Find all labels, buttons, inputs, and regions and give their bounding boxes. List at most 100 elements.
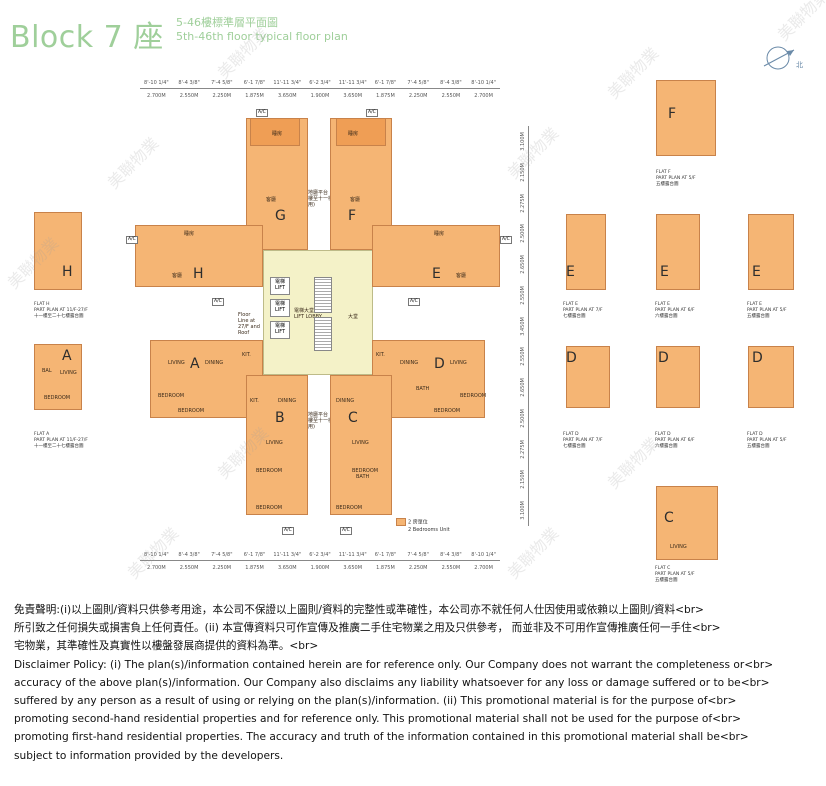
legend-en: 2 Bedrooms Unit [408,526,450,533]
disclaimer-en-line-5: promoting first-hand residential propert… [14,731,749,744]
dimension-vertical-text: 2.500M [520,224,526,243]
flat-e-part-caption-5f: FLAT E PART PLAN AT 5/F 五樓露台圖 [747,302,787,319]
dimension-imperial: 8'-4 3/8" [178,80,200,86]
dimension-imperial: 8'-4 3/8" [178,552,200,558]
flat-h-part-plan [34,212,82,290]
ac-tag-7: A/C [282,527,294,535]
flat-a-part-bal: BAL [42,368,52,374]
flat-a-bedroom2-label: BEDROOM [178,408,205,414]
flat-f-part-letter: F [668,106,677,122]
dimension-imperial: 6'-1 7/8" [374,552,397,558]
flat-h-bedroom-label: 睡房 [184,231,195,237]
flat-e-part-plan-5f [748,214,794,290]
flat-e-part-letter-6f: E [660,264,669,280]
dimension-vertical-text: 3.450M [520,316,526,336]
plan-legend: 2 房單位 2 Bedrooms Unit [396,518,450,534]
dimension-imperial: 6'-1 7/8" [374,80,397,86]
flat-e-part-letter-5f: E [752,264,761,280]
dimension-cell: 7'-4 5/8"2.250M [202,552,242,572]
flat-d-dining-label: DINING [400,360,419,366]
dimension-cell: 6'-1 7/8"1.875M [235,552,275,572]
dimension-vertical-text: 2.275M [520,439,526,459]
dimension-metric: 1.900M [310,93,330,99]
dimension-cell-vertical: 2.650M [520,249,536,280]
flat-g-bedroom-label: 睡房 [272,131,283,137]
subtitle-en: 5th-46th floor typical floor plan [176,30,348,43]
dimension-imperial: 11'-11 3/4" [273,80,302,86]
flat-g-living-label: 客廳 [266,197,277,203]
flat-e-part-plan-7f [566,214,606,290]
dimension-metric: 2.250M [408,565,428,571]
flat-d-part-plan-6f [656,346,700,408]
dimension-metric: 2.250M [212,565,232,571]
dimension-metric: 1.875M [245,565,264,571]
dimension-metric: 2.550M [441,93,461,99]
flat-e-part-plan-6f [656,214,700,290]
dimension-metric: 2.250M [408,93,428,99]
dimension-imperial: 8'-4 3/8" [440,552,462,558]
dimension-cell: 8'-4 3/8" 2.550M [169,80,209,100]
dimension-cell: 8'-10 1/4"2.700M [464,80,504,100]
dimension-metric: 3.650M [343,565,363,571]
dimension-imperial: 8'-10 1/4" [471,80,496,86]
dimension-cell: 8'-4 3/8" 2.550M [431,552,471,572]
flat-h-part-letter: H [62,264,73,280]
dimension-cell-vertical: 2.500M [520,403,536,434]
dimension-cell-vertical: 2.550M [520,341,536,372]
flat-g-letter: G [275,208,286,224]
flat-b-letter: B [275,410,285,426]
flat-e-part-caption-7f: FLAT E PART PLAN AT 7/F 七樓露台圖 [563,302,603,319]
staircase-2 [314,317,332,351]
flat-b-dining-label: DINING [278,398,297,404]
flat-e-letter: E [432,266,441,282]
dimension-vertical-text: 2.650M [520,378,526,397]
dimension-cell-vertical: 2.275M [520,188,536,219]
flat-g-bedroom [250,118,300,146]
dimension-metric: 2.550M [441,565,461,571]
flat-a-part-caption: FLAT A PART PLAN AT 11/F-27/F 十一樓至二十七樓露台… [34,432,88,449]
dimension-cell-vertical: 2.275M [520,434,536,465]
watermark-9: 美聯物業 [503,523,563,583]
disclaimer-text: 免責聲明:(i)以上圖則/資料只供參考用途，本公司不保證以上圖則/資料的完整性或… [14,601,814,765]
dimension-cell-vertical: 2.500M [520,218,536,249]
flat-d-part-plan-5f [748,346,794,408]
flat-a-letter: A [190,356,200,372]
dimension-cell: 8'-10 1/4"2.700M [136,80,176,100]
flat-f-part-caption: FLAT F PART PLAN AT 5/F 五樓露台圖 [656,170,696,187]
dimension-metric: 2.550M [179,93,199,99]
flat-c-bedroom2-label: BEDROOM [336,505,363,511]
podium-note-bottom: 地廳平台 (九樓至十一樓適用) [308,412,339,430]
void-label: 大堂 [348,314,359,320]
flat-f-living-label: 客廳 [350,197,361,203]
dimension-imperial: 8'-4 3/8" [440,80,462,86]
disclaimer-en-line-4: promoting second-hand residential proper… [14,713,741,726]
dimension-cell-vertical: 2.650M [520,372,536,403]
dimension-metric: 2.550M [179,565,199,571]
dimension-cell: 7'-4 5/8"2.250M [398,80,438,100]
flat-h-living-label: 客廳 [172,273,183,279]
flat-d-part-letter-5f: D [752,350,763,366]
flat-c-part-letter: C [664,510,674,526]
flat-b-bedroom2-label: BEDROOM [256,505,283,511]
ac-tag-2: A/C [366,109,378,117]
dimension-imperial: 11'-11 3/4" [338,80,367,86]
flat-h-unit [135,225,263,287]
dimension-imperial: 8'-10 1/4" [471,552,496,558]
flat-d-letter: D [434,356,445,372]
flat-d-bedroom2-label: BEDROOM [434,408,461,414]
disclaimer-zh-line-3: 宅物業，其準確性及真實性以樓盤發展商提供的資料為準。<br> [14,640,319,653]
dimension-cell: 11'-11 3/4"3.650M [333,552,373,572]
watermark-7: 美聯物業 [603,433,663,493]
flat-d-part-caption-7f: FLAT D PART PLAN AT 7/F 七樓露台圖 [563,432,603,449]
disclaimer-en-line-1: Disclaimer Policy: (i) The plan(s)/infor… [14,658,774,671]
dimension-imperial: 6'-2 3/4" [309,80,331,86]
dimension-cell: 6'-1 7/8"1.875M [235,80,275,100]
dimension-cell: 6'-2 3/4"1.900M [300,552,340,572]
dimension-cell: 6'-1 7/8"1.875M [365,80,405,100]
dimension-cell: 11'-11 3/4"3.650M [333,80,373,100]
flat-c-part-plan [656,486,718,560]
dimension-metric: 2.700M [147,93,166,99]
flat-d-bath-label: BATH [416,386,430,392]
